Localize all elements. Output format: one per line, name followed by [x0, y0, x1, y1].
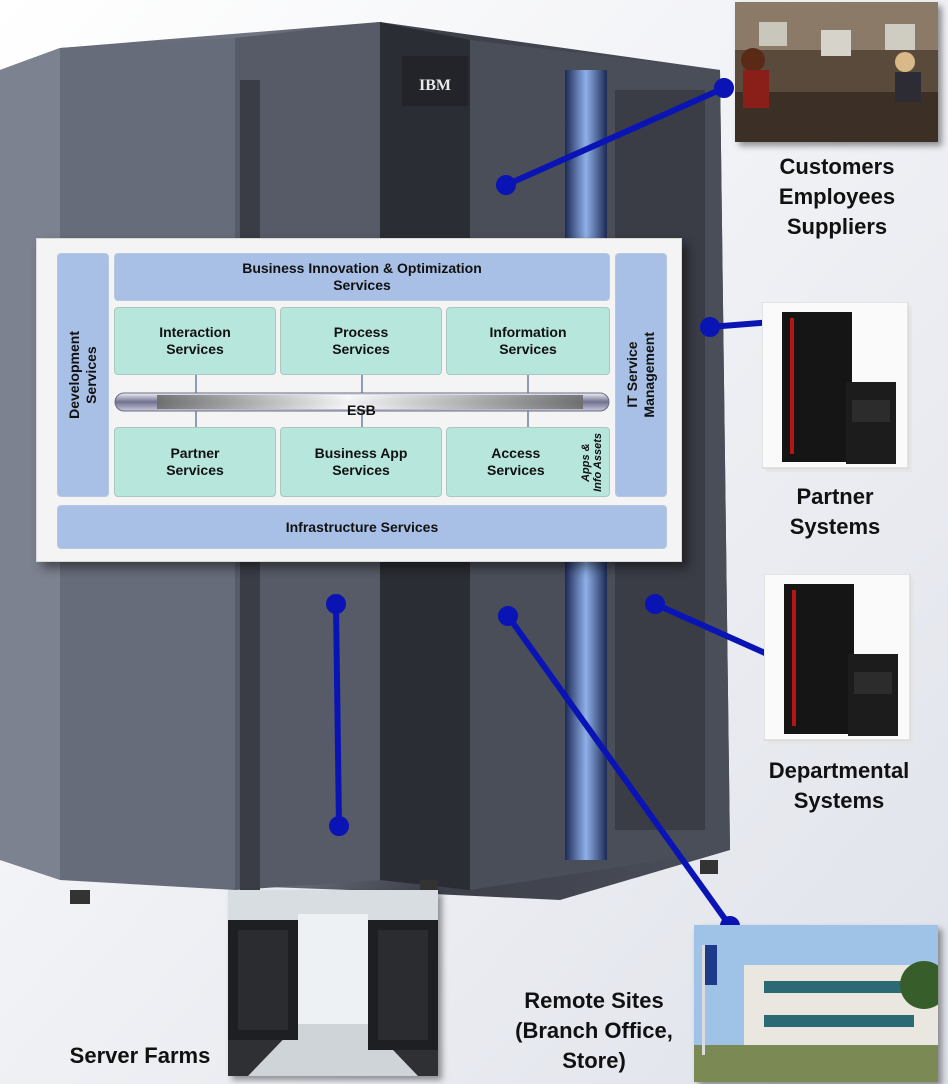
departmental-systems-label: Departmental Systems — [768, 758, 910, 813]
information-services: Information Services — [446, 307, 610, 375]
partner-systems-label: Partner Systems — [789, 484, 881, 539]
development-services: Development Services — [57, 253, 109, 497]
connector-departmental — [652, 601, 777, 660]
esb-label: ESB — [347, 402, 376, 418]
connector-server-farms — [333, 601, 342, 829]
customers-label: Customers Employees Suppliers — [778, 154, 896, 239]
business-app-services: Business App Services — [280, 427, 442, 497]
apps-info-assets-label: Apps & Info Assets — [580, 432, 604, 492]
it-service-management: IT Service Management — [615, 253, 667, 497]
interaction-services: Interaction Services — [114, 307, 276, 375]
access-services: Access Services — [446, 427, 610, 497]
connector-remote-sites — [505, 613, 733, 929]
partner-systems-image — [761, 301, 912, 472]
esb-bus — [114, 375, 610, 427]
partner-services: Partner Services — [114, 427, 276, 497]
customers-photo — [735, 2, 938, 142]
departmental-systems-image — [763, 573, 914, 744]
process-services: Process Services — [280, 307, 442, 375]
server-farms-label: Server Farms — [69, 1043, 211, 1068]
access-services-label: Access Services — [487, 445, 545, 478]
remote-sites-label: Remote Sites (Branch Office, Store) — [515, 988, 673, 1073]
connector-customers — [503, 85, 727, 188]
ibm-logo: IBM — [419, 77, 451, 94]
soa-architecture-panel: Business Innovation & Optimization Servi… — [36, 238, 682, 562]
infrastructure-services: Infrastructure Services — [57, 505, 667, 549]
development-services-label: Development Services — [66, 331, 99, 419]
it-service-management-label: IT Service Management — [624, 332, 657, 418]
business-innovation-services: Business Innovation & Optimization Servi… — [114, 253, 610, 301]
server-farms-photo — [228, 890, 438, 1076]
remote-sites-photo — [694, 925, 938, 1082]
apps-info-assets: Apps & Info Assets — [577, 431, 607, 493]
